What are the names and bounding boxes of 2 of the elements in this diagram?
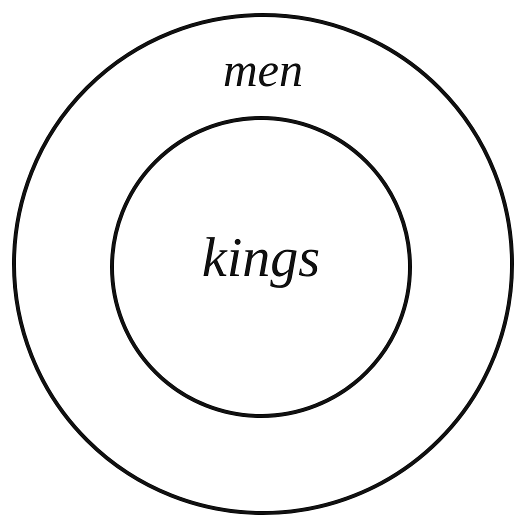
set-label: kings (202, 230, 320, 286)
set-label: men (223, 47, 303, 95)
